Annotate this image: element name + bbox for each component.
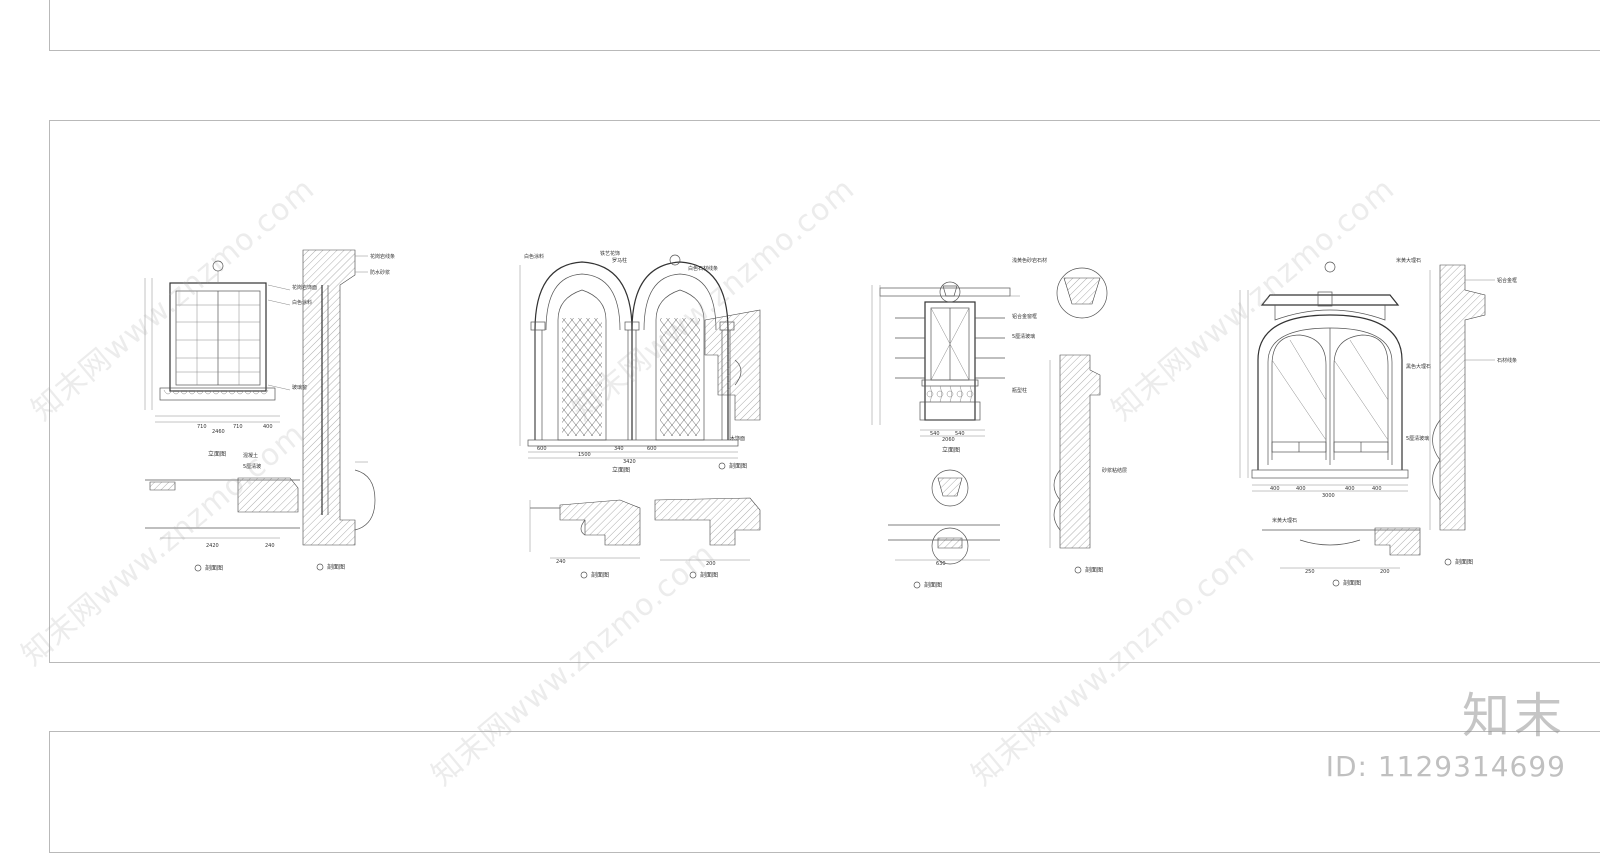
sheet-2-side-detail: 剖面图 木饰面 (704, 309, 761, 470)
sheet-1-note-2: 玻璃窗 (292, 384, 307, 391)
sheet-3-detail-circle (931, 267, 1108, 565)
sheet-4-side-caption: 剖面图 (1455, 558, 1473, 566)
sheet-1-note-4: 5厘清玻 (243, 463, 261, 470)
sheet-2-dim-4: 1500 (578, 452, 591, 458)
sheet-1-dim-3: 400 (263, 424, 273, 430)
sheet-1-note-3: 混凝土 (243, 452, 258, 459)
sheet-2-note-3: 铁艺花饰 (600, 250, 620, 257)
sheet-1-side-caption: 剖面图 (327, 563, 345, 571)
sheet-1-note-1: 白色涂料 (292, 299, 312, 306)
sheet-2-note-0: 白色涂料 (524, 253, 544, 260)
sheet-3-note-4: 砂浆粘结层 (1102, 467, 1127, 474)
sheet-4-note-3: 铝合金框 (1497, 277, 1517, 284)
sheet-3-side-section: 剖面图 砂浆粘结层 (1049, 354, 1127, 574)
sheet-4-note-2: 5厘清玻璃 (1406, 435, 1429, 442)
sheet-1-section: 剖面图 2420 240 混凝土 5厘清玻 (145, 452, 300, 572)
sheet-2-dim-1: 340 (614, 446, 624, 452)
sheet-4-dim-1: 400 (1296, 486, 1306, 492)
sheet-2-section-dim-1: 200 (706, 561, 716, 567)
sheet-4-elevation: 400 400 400 400 3000 米黄大理石 黑色大理石 5厘清玻璃 (1239, 257, 1431, 499)
sheet-1-elevation-caption: 立面图 (208, 450, 226, 458)
sheet-1-dim-2: 2460 (212, 429, 225, 435)
sheet-3-dim-0: 540 (930, 431, 940, 437)
sheet-4-note-4: 石材线条 (1497, 357, 1517, 364)
sheet-2-note-4: 木饰面 (730, 435, 745, 442)
sheet-4-dim-2: 400 (1345, 486, 1355, 492)
sheet-1-elevation: 立面图 710 710 2460 400 花岗岩饰面 白色涂料 玻璃窗 (144, 260, 317, 458)
sheet-3-note-0: 浅黄色砂岩石材 (1012, 257, 1047, 264)
sheet-1-dim-0: 710 (197, 424, 207, 430)
sheet-3-section: 剖面图 630 (888, 524, 1000, 589)
sheet-3-note-2: 5厘清玻璃 (1012, 333, 1035, 340)
sheet-4-dim-4: 3000 (1322, 493, 1335, 499)
sheet-1-casement-window: 立面图 710 710 2460 400 花岗岩饰面 白色涂料 玻璃窗 剖面图 … (144, 249, 395, 572)
sheet-4-round-arch-window: 400 400 400 400 3000 米黄大理石 黑色大理石 5厘清玻璃 剖… (1239, 257, 1517, 587)
sheet-4-dim-0: 400 (1270, 486, 1280, 492)
sheet-1-note-6: 防水砂浆 (370, 269, 390, 276)
sheet-1-side-section: 剖面图 花岗岩线条 防水砂浆 (302, 249, 395, 571)
sheet-4-section: 剖面图 250 200 米黄大理石 (1262, 517, 1421, 587)
sheet-1-section-dim-0: 2420 (206, 543, 219, 549)
sheet-4-note-5: 米黄大理石 (1272, 517, 1297, 524)
sheet-2-gothic-arch-window: 600 340 600 3420 1500 立面图 白色涂料 罗马柱 白色石材线… (519, 250, 761, 579)
sheet-3-dim-1: 540 (955, 431, 965, 437)
sheet-4-section-dim-0: 250 (1305, 569, 1315, 575)
sheet-2-note-2: 白色石材线条 (688, 265, 718, 272)
sheet-4-side-section: 剖面图 铝合金框 石材线条 (1429, 264, 1517, 566)
sheet-2-section-caption: 剖面图 (591, 571, 609, 579)
sheet-2-side-caption-2: 剖面图 (700, 571, 718, 579)
sheet-3-dim-2: 2060 (942, 437, 955, 443)
sheet-1-note-5: 花岗岩线条 (370, 253, 395, 260)
sheet-3-elevation-caption: 立面图 (942, 446, 960, 454)
sheet-2-side-caption: 剖面图 (729, 462, 747, 470)
sheet-3-section-caption: 剖面图 (924, 581, 942, 589)
sheet-2-dim-3: 3420 (623, 459, 636, 465)
sheet-3-note-3: 瓶型柱 (1012, 387, 1027, 394)
sheet-4-dim-3: 400 (1372, 486, 1382, 492)
sheet-2-note-1: 罗马柱 (612, 257, 627, 264)
sheet-4-section-caption: 剖面图 (1343, 579, 1361, 587)
sheet-4-note-0: 米黄大理石 (1396, 257, 1421, 264)
sheet-2-elevation-caption: 立面图 (612, 466, 630, 474)
sheet-4-note-1: 黑色大理石 (1406, 363, 1431, 370)
sheet-2-section: 剖面图 240 剖面图 200 (529, 497, 761, 579)
sheet-1-section-caption: 剖面图 (205, 564, 223, 572)
sheet-3-elevation: 540 540 2060 立面图 浅黄色砂岩石材 铝合金窗框 5厘清玻璃 瓶型柱 (871, 257, 1047, 454)
sheet-4-section-dim-1: 200 (1380, 569, 1390, 575)
sheet-2-section-dim-0: 240 (556, 559, 566, 565)
sheet-1-section-dim-1: 240 (265, 543, 275, 549)
sheet-2-dim-2: 600 (647, 446, 657, 452)
sheet-2-elevation: 600 340 600 3420 1500 立面图 白色涂料 罗马柱 白色石材线… (519, 250, 739, 474)
sheet-3-side-caption: 剖面图 (1085, 566, 1103, 574)
sheet-3-section-dim-0: 630 (936, 561, 946, 567)
sheet-2-dim-0: 600 (537, 446, 547, 452)
drawing-frame-top (49, 0, 1600, 51)
sheet-1-dim-1: 710 (233, 424, 243, 430)
sheet-3-balustrade-window: 540 540 2060 立面图 浅黄色砂岩石材 铝合金窗框 5厘清玻璃 瓶型柱… (871, 257, 1127, 589)
sheet-3-note-1: 铝合金窗框 (1012, 313, 1037, 320)
